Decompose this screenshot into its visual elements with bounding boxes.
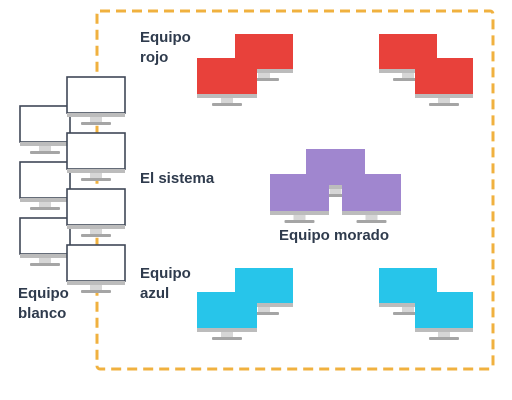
red-team-monitor-icon <box>415 58 473 106</box>
blue-team-label: Equipo azul <box>140 265 191 302</box>
system-label: El sistema <box>140 170 215 187</box>
red-team-monitor-icon <box>197 58 257 106</box>
white-team-monitor-icon <box>19 105 71 154</box>
blue-team-monitor-icon <box>197 292 257 340</box>
white-team-monitor-icon <box>66 188 126 237</box>
purple-team-monitor-icon <box>270 174 329 223</box>
red-team-label: Equipo rojo <box>140 29 191 66</box>
purple-team-label: Equipo morado <box>279 227 389 244</box>
white-team-monitor-icon <box>19 161 71 210</box>
white-team-monitor-icon <box>19 217 71 266</box>
white-team-label: Equipo blanco <box>18 285 69 322</box>
white-team-monitor-icon <box>66 132 126 181</box>
white-team-monitor-icon <box>66 76 126 125</box>
purple-team-monitor-icon <box>342 174 401 223</box>
blue-team-monitor-icon <box>415 292 473 340</box>
white-team-monitor-icon <box>66 244 126 293</box>
